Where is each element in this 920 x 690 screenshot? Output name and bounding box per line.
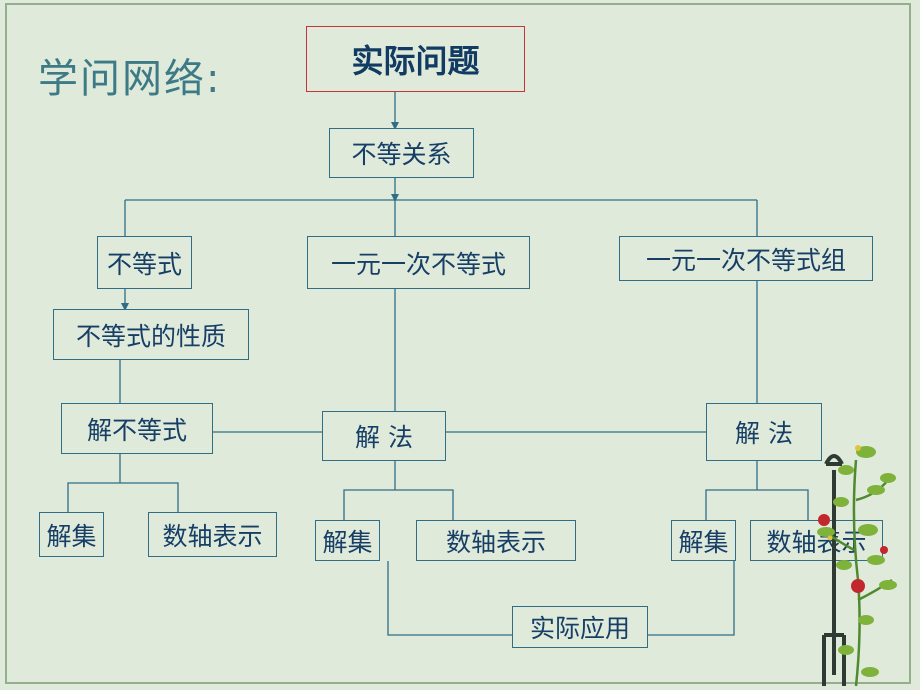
solve-method-mid-node: 解 法 (322, 411, 446, 461)
number-line-mid-node: 数轴表示 (416, 520, 576, 561)
solution-set-right-node: 解集 (671, 520, 736, 561)
application-node: 实际应用 (512, 606, 648, 648)
relation-node: 不等关系 (329, 128, 474, 178)
properties-node: 不等式的性质 (53, 309, 249, 360)
root-node: 实际问题 (306, 26, 525, 92)
linear-inequality-system-node: 一元一次不等式组 (619, 236, 873, 281)
line-mid-to-application (387, 561, 512, 636)
fork-mid (343, 461, 454, 520)
solve-inequality-node: 解不等式 (61, 403, 213, 454)
inequality-node: 不等式 (97, 236, 192, 289)
plant-decoration-icon (817, 445, 897, 687)
solution-set-left-node: 解集 (39, 512, 104, 557)
linear-inequality-node: 一元一次不等式 (307, 236, 530, 289)
slide-title: 学问网络: (38, 56, 222, 102)
solution-set-mid-node: 解集 (315, 520, 380, 561)
fork-right (705, 461, 809, 520)
fork-left (67, 454, 179, 512)
number-line-left-node: 数轴表示 (148, 512, 277, 557)
line-right-to-application (648, 561, 735, 636)
solve-method-right-node: 解 法 (706, 403, 822, 461)
slide-frame (5, 3, 911, 684)
